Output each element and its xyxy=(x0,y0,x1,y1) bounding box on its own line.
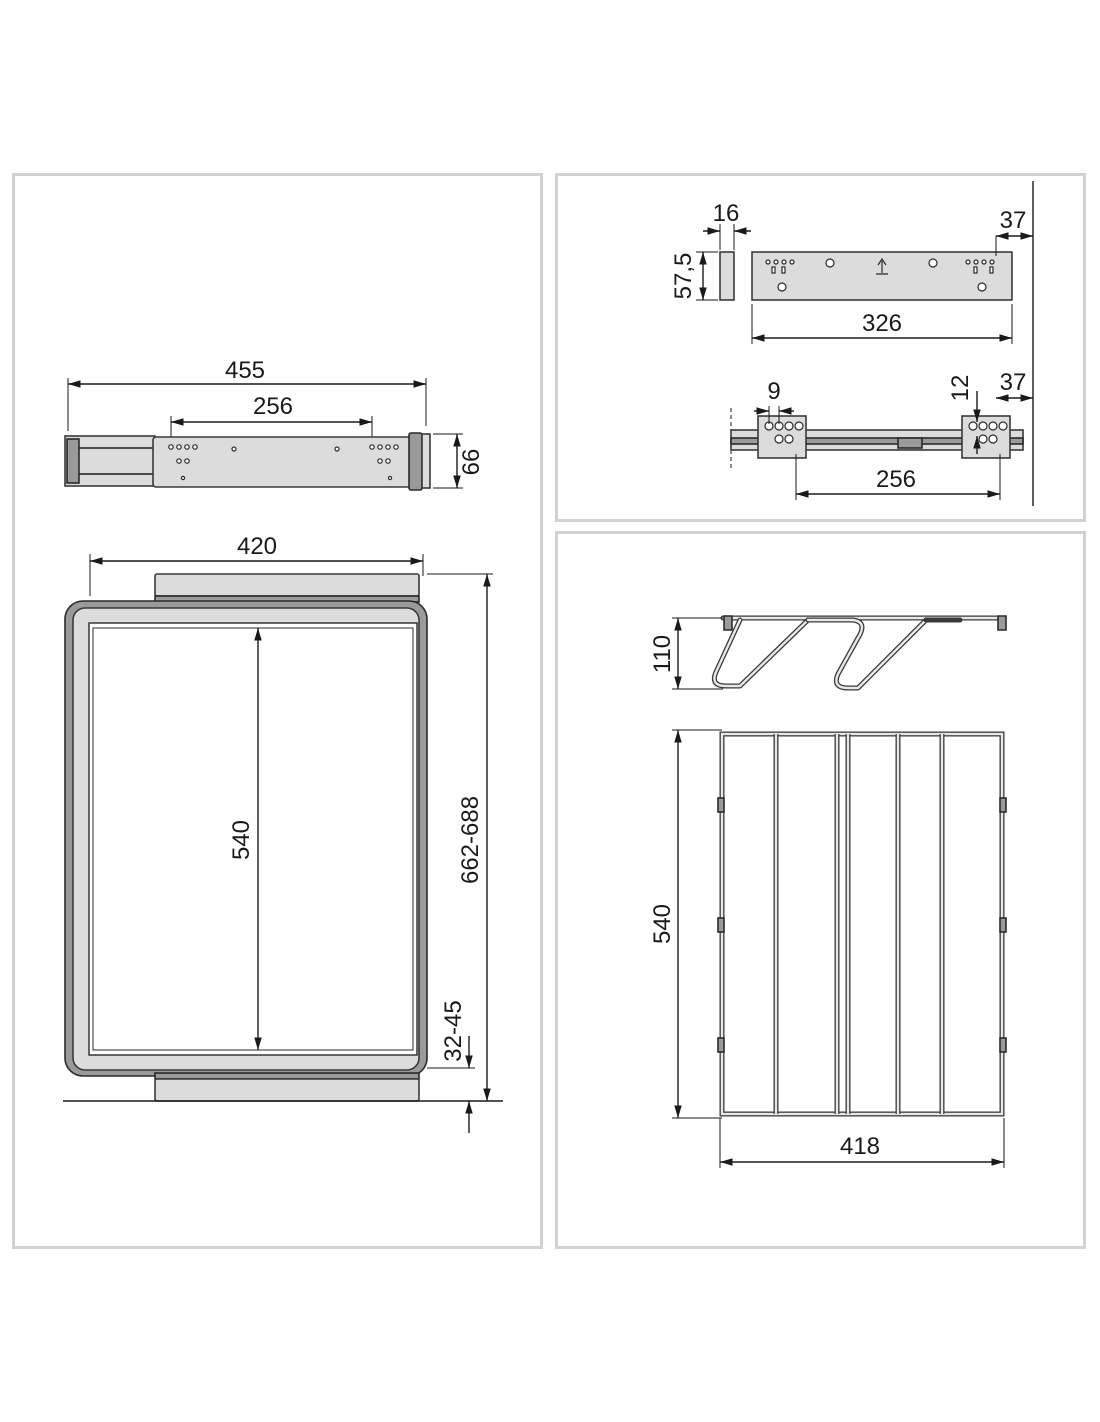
trouser-basket-panel: 110 540 418 xyxy=(555,531,1086,1249)
basket-side-view xyxy=(711,615,1007,691)
rail-assembly xyxy=(730,408,1024,468)
dim-overall-width: 455 xyxy=(225,357,265,384)
dim-inner-depth: 540 xyxy=(228,820,255,860)
dim-basket-depth: 540 xyxy=(649,904,676,944)
dim-basket-height: 110 xyxy=(649,635,676,673)
dim-rail-vertical: 12 xyxy=(947,375,974,402)
bottom-right-drawing: 110 540 418 xyxy=(649,615,1007,1168)
dim-plate-thickness: 16 xyxy=(713,200,740,227)
dim-plate-offset: 37 xyxy=(1000,207,1027,234)
dim-hole-spacing: 256 xyxy=(253,393,293,420)
side-front-view-panel: 455 256 66 420 xyxy=(12,173,543,1249)
dim-rail-offset: 37 xyxy=(1000,369,1027,396)
plate-profile: 16 57,5 xyxy=(670,200,751,301)
top-right-drawing: 16 57,5 37 326 xyxy=(670,181,1034,506)
dim-bottom-gap: 32-45 xyxy=(440,1000,467,1061)
drawer-side-view: 455 256 66 xyxy=(64,357,485,491)
dim-plate-length: 326 xyxy=(862,310,902,337)
dim-basket-width: 418 xyxy=(840,1133,880,1160)
dim-total-height: 662-688 xyxy=(457,796,484,884)
left-panel-drawing: 455 256 66 420 xyxy=(63,357,503,1133)
mounting-holes xyxy=(168,444,399,481)
mounting-plate-panel: 16 57,5 37 326 xyxy=(555,173,1086,522)
dim-frame-width: 420 xyxy=(237,533,277,560)
dim-hole-pitch: 9 xyxy=(767,378,780,405)
dim-drawer-height: 66 xyxy=(458,449,485,476)
basket-top-view xyxy=(717,731,1007,1117)
dim-rail-spacing: 256 xyxy=(876,466,916,493)
dim-plate-height: 57,5 xyxy=(670,253,697,300)
pullout-frame-front-view: 420 540 662-688 32-45 xyxy=(63,533,503,1133)
mounting-plate xyxy=(751,251,1013,301)
